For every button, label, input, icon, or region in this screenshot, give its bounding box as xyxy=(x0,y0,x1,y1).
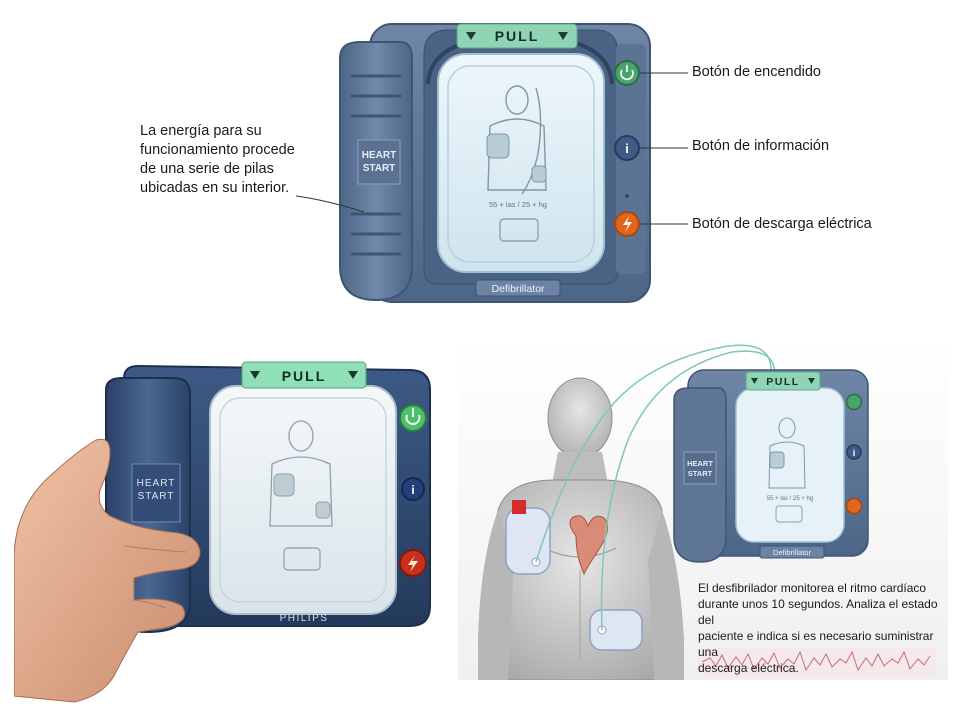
patient-with-pads-illustration: HEART START 55 + las / 25 + hg PULL i De… xyxy=(458,340,948,680)
monitoring-caption-line: descarga eléctrica. xyxy=(698,661,799,675)
hand-power-button[interactable] xyxy=(399,404,427,432)
battery-annotation-line: de una serie de pilas xyxy=(140,161,274,177)
battery-annotation-line: La energía para su xyxy=(140,123,262,139)
info-button-annotation: Botón de información xyxy=(692,138,830,154)
small-brand-line2: START xyxy=(688,469,713,478)
battery-annotation-line: funcionamiento procede xyxy=(140,142,295,158)
lower-pad xyxy=(589,609,643,651)
hand-brand-line2: START xyxy=(138,491,175,502)
hand-shape xyxy=(14,438,201,703)
small-pad-text: 55 + las / 25 + hg xyxy=(767,496,813,502)
top-info-button[interactable] xyxy=(614,135,640,161)
small-power-button[interactable] xyxy=(845,393,863,411)
top-power-button[interactable] xyxy=(614,60,640,86)
top-pad-text: 55 + las / 25 + hg xyxy=(489,200,547,209)
hand-pull-label: PULL xyxy=(282,368,327,384)
monitoring-caption-line: paciente e indica si es necesario sumini… xyxy=(698,629,934,659)
small-shock-button[interactable] xyxy=(845,497,863,515)
small-info-button[interactable] xyxy=(846,444,862,460)
battery-annotation: La energía para su funcionamiento proced… xyxy=(140,122,320,198)
hand-held-defibrillator-photo: HEART START PULL i PHILIPS xyxy=(14,361,431,703)
hand-brand-line1: HEART xyxy=(137,478,176,489)
battery-annotation-line: ubicadas en su interior. xyxy=(140,180,290,196)
monitoring-caption-line: El desfibrilador monitorea el ritmo card… xyxy=(698,581,927,595)
top-brand-line2: START xyxy=(363,163,396,174)
monitoring-caption: El desfibrilador monitorea el ritmo card… xyxy=(698,580,948,676)
upper-pad xyxy=(505,500,551,575)
top-model-label: Defibrillator xyxy=(491,283,545,295)
small-brand-line1: HEART xyxy=(687,459,713,468)
power-button-annotation: Botón de encendido xyxy=(692,64,821,80)
svg-text:i: i xyxy=(625,141,629,156)
top-pull-label: PULL xyxy=(495,28,540,44)
small-defibrillator: HEART START 55 + las / 25 + hg PULL i De… xyxy=(673,369,869,563)
annotation-leader-lines xyxy=(295,72,688,225)
top-brand-line1: HEART xyxy=(362,150,396,161)
small-model-label: Defibrillator xyxy=(773,548,811,557)
heart-icon xyxy=(569,515,609,576)
svg-text:i: i xyxy=(411,483,414,497)
hand-info-button[interactable] xyxy=(401,477,425,501)
shock-button-annotation: Botón de descarga eléctrica xyxy=(692,216,872,232)
svg-text:i: i xyxy=(853,448,856,458)
hand-maker-label: PHILIPS xyxy=(280,613,329,624)
ecg-strip xyxy=(698,648,936,678)
top-defibrillator-illustration: HEART START 55 + las / 25 + hg PULL i De… xyxy=(339,23,651,303)
small-pull-label: PULL xyxy=(766,376,799,388)
monitoring-caption-line: durante unos 10 segundos. Analiza el est… xyxy=(698,597,938,627)
